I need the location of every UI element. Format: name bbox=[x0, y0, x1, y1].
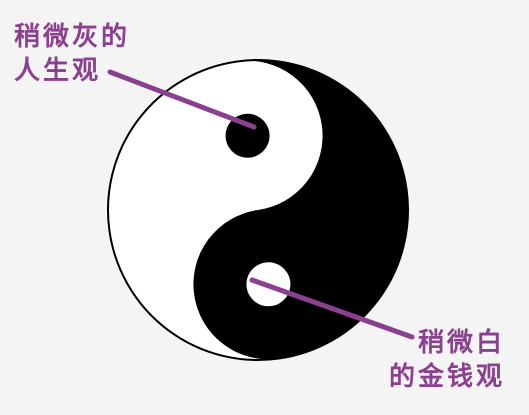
pointer-line-top bbox=[107, 69, 257, 130]
yin-yang-symbol bbox=[107, 59, 409, 361]
annotation-bottom-line-1: 稍微白 bbox=[417, 328, 505, 358]
annotation-top-line-2: 人生观 bbox=[14, 56, 102, 86]
annotation-top-line-1: 稍微灰的 bbox=[14, 22, 131, 52]
pointer-line-bottom bbox=[249, 277, 415, 340]
annotation-bottom: 稍微白 的金钱观 bbox=[389, 326, 505, 394]
annotation-bottom-line-2: 的金钱观 bbox=[388, 362, 505, 392]
annotation-top: 稍微灰的 人生观 bbox=[14, 20, 130, 88]
black-dot-icon bbox=[225, 113, 270, 158]
